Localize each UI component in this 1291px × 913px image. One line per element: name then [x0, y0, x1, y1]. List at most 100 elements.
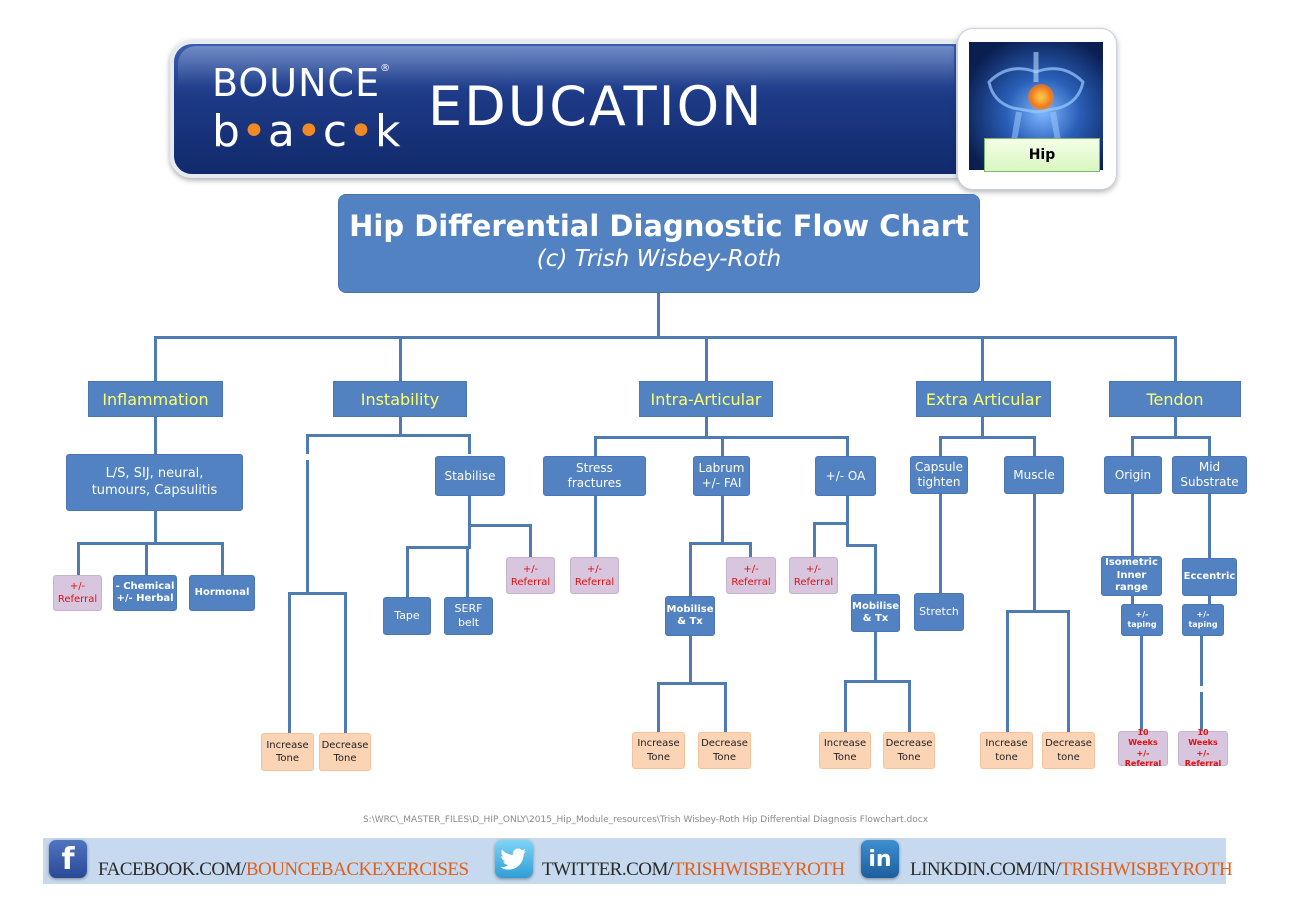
origin-taping-node: +/- taping [1121, 604, 1163, 636]
connector [1131, 596, 1134, 606]
connector [724, 682, 727, 733]
connector [657, 293, 660, 338]
connector [1033, 436, 1036, 456]
category-intra-articular: Intra-Articular [639, 381, 773, 417]
connector [846, 544, 877, 547]
connector [657, 682, 727, 685]
flowchart-title-box: Hip Differential Diagnostic Flow Chart (… [338, 194, 980, 293]
connector [77, 542, 80, 576]
connector [1006, 610, 1070, 613]
connector [77, 542, 224, 545]
logo-letter-c: c [322, 106, 349, 157]
extra-increase-tone-node: Increase tone [980, 732, 1033, 769]
connector [846, 496, 849, 546]
connector [468, 524, 471, 548]
connector [406, 546, 471, 549]
logo-bounce: BOUNCE® [212, 61, 392, 105]
connector [1174, 336, 1177, 382]
isometric-inner-range-node: Isometric Inner range [1101, 556, 1162, 596]
connector [908, 680, 911, 733]
connector [874, 632, 877, 682]
inflammation-causes-node: L/S, SIJ, neural, tumours, Capsulitis [66, 454, 243, 511]
labrum-fai-node: Labrum +/- FAI [693, 456, 750, 496]
facebook-link-handle: BOUNCEBACKEXERCISES [245, 859, 469, 880]
linkedin-link-handle: TRISHWISBEYROTH [1060, 859, 1233, 880]
connector [1140, 636, 1143, 732]
connector [594, 436, 597, 456]
connector [1067, 610, 1070, 733]
twitter-icon[interactable] [495, 840, 533, 878]
connector [813, 522, 816, 558]
mid-taping-node: +/- taping [1182, 604, 1224, 636]
connector [1208, 436, 1211, 456]
connector [939, 494, 942, 594]
connector [939, 436, 942, 456]
logo-registered: ® [380, 63, 392, 74]
labrum-decrease-tone-node: Decrease Tone [698, 732, 751, 769]
twitter-link-prefix: TWITTER.COM/ [542, 859, 673, 880]
banner-heading: EDUCATION [428, 75, 764, 138]
connector [1131, 436, 1211, 439]
oa-node: +/- OA [815, 456, 876, 496]
mid-substrate-node: Mid Substrate [1172, 456, 1247, 494]
eccentric-node: Eccentric [1182, 558, 1237, 596]
connector [306, 434, 471, 437]
connector [306, 434, 309, 454]
twitter-link[interactable]: TWITTER.COM/TRISHWISBEYROTH [542, 860, 845, 879]
facebook-link[interactable]: FACEBOOK.COM/BOUNCEBACKEXERCISES [98, 860, 469, 879]
connector [466, 546, 469, 598]
connector [468, 524, 532, 527]
connector [1006, 610, 1009, 733]
social-footer [43, 838, 1226, 884]
chemical-herbal-node: - Chemical +/- Herbal [113, 575, 177, 611]
connector [844, 680, 911, 683]
extra-decrease-tone-node: Decrease tone [1042, 732, 1095, 769]
connector [705, 336, 708, 382]
connector [1131, 494, 1134, 556]
serf-belt-node: SERF belt [444, 597, 493, 635]
connector [689, 542, 692, 597]
twitter-bird-icon [501, 848, 526, 870]
oa-decrease-tone-node: Decrease Tone [883, 732, 935, 769]
connector [529, 524, 532, 558]
logo-dot: • [240, 106, 268, 157]
stabilise-node: Stabilise [435, 456, 505, 496]
connector [981, 336, 984, 382]
twitter-link-handle: TRISHWISBEYROTH [672, 859, 845, 880]
muscle-node: Muscle [1004, 456, 1064, 494]
linkedin-icon[interactable]: in [861, 840, 899, 878]
connector [221, 542, 224, 576]
connector [846, 436, 849, 456]
inflammation-referral-node: +/- Referral [53, 575, 102, 611]
stress-referral-node: +/- Referral [570, 557, 619, 594]
connector [749, 542, 752, 558]
connector [721, 496, 724, 544]
category-instability: Instability [333, 381, 467, 417]
connector [1208, 596, 1211, 604]
connector [154, 416, 157, 455]
connector [1174, 416, 1177, 438]
category-extra-articular: Extra Articular [916, 381, 1051, 417]
logo-letter-k: k [374, 106, 402, 157]
connector [1208, 494, 1211, 558]
connector [154, 336, 1177, 339]
hip-thumbnail-label: Hip [984, 138, 1100, 172]
connector [154, 510, 157, 544]
instability-increase-tone-node: Increase Tone [261, 733, 314, 771]
connector [399, 416, 402, 436]
logo-bounce-text: BOUNCE [212, 61, 381, 105]
oa-mobilise-node: Mobilise & Tx [851, 594, 900, 632]
labrum-referral-node: +/- Referral [726, 557, 776, 594]
category-inflammation: Inflammation [88, 381, 223, 417]
connector [1200, 636, 1203, 686]
connector [468, 434, 471, 454]
connector [594, 496, 597, 558]
logo-back: b•a•c•k [212, 110, 401, 154]
connector [399, 336, 402, 382]
facebook-icon[interactable]: f [49, 840, 87, 878]
connector [689, 542, 752, 545]
linkedin-link[interactable]: LINKDIN.COM/IN/TRISHWISBEYROTH [910, 859, 1233, 880]
connector [844, 680, 847, 733]
category-tendon: Tendon [1109, 381, 1241, 417]
connector [288, 592, 347, 595]
